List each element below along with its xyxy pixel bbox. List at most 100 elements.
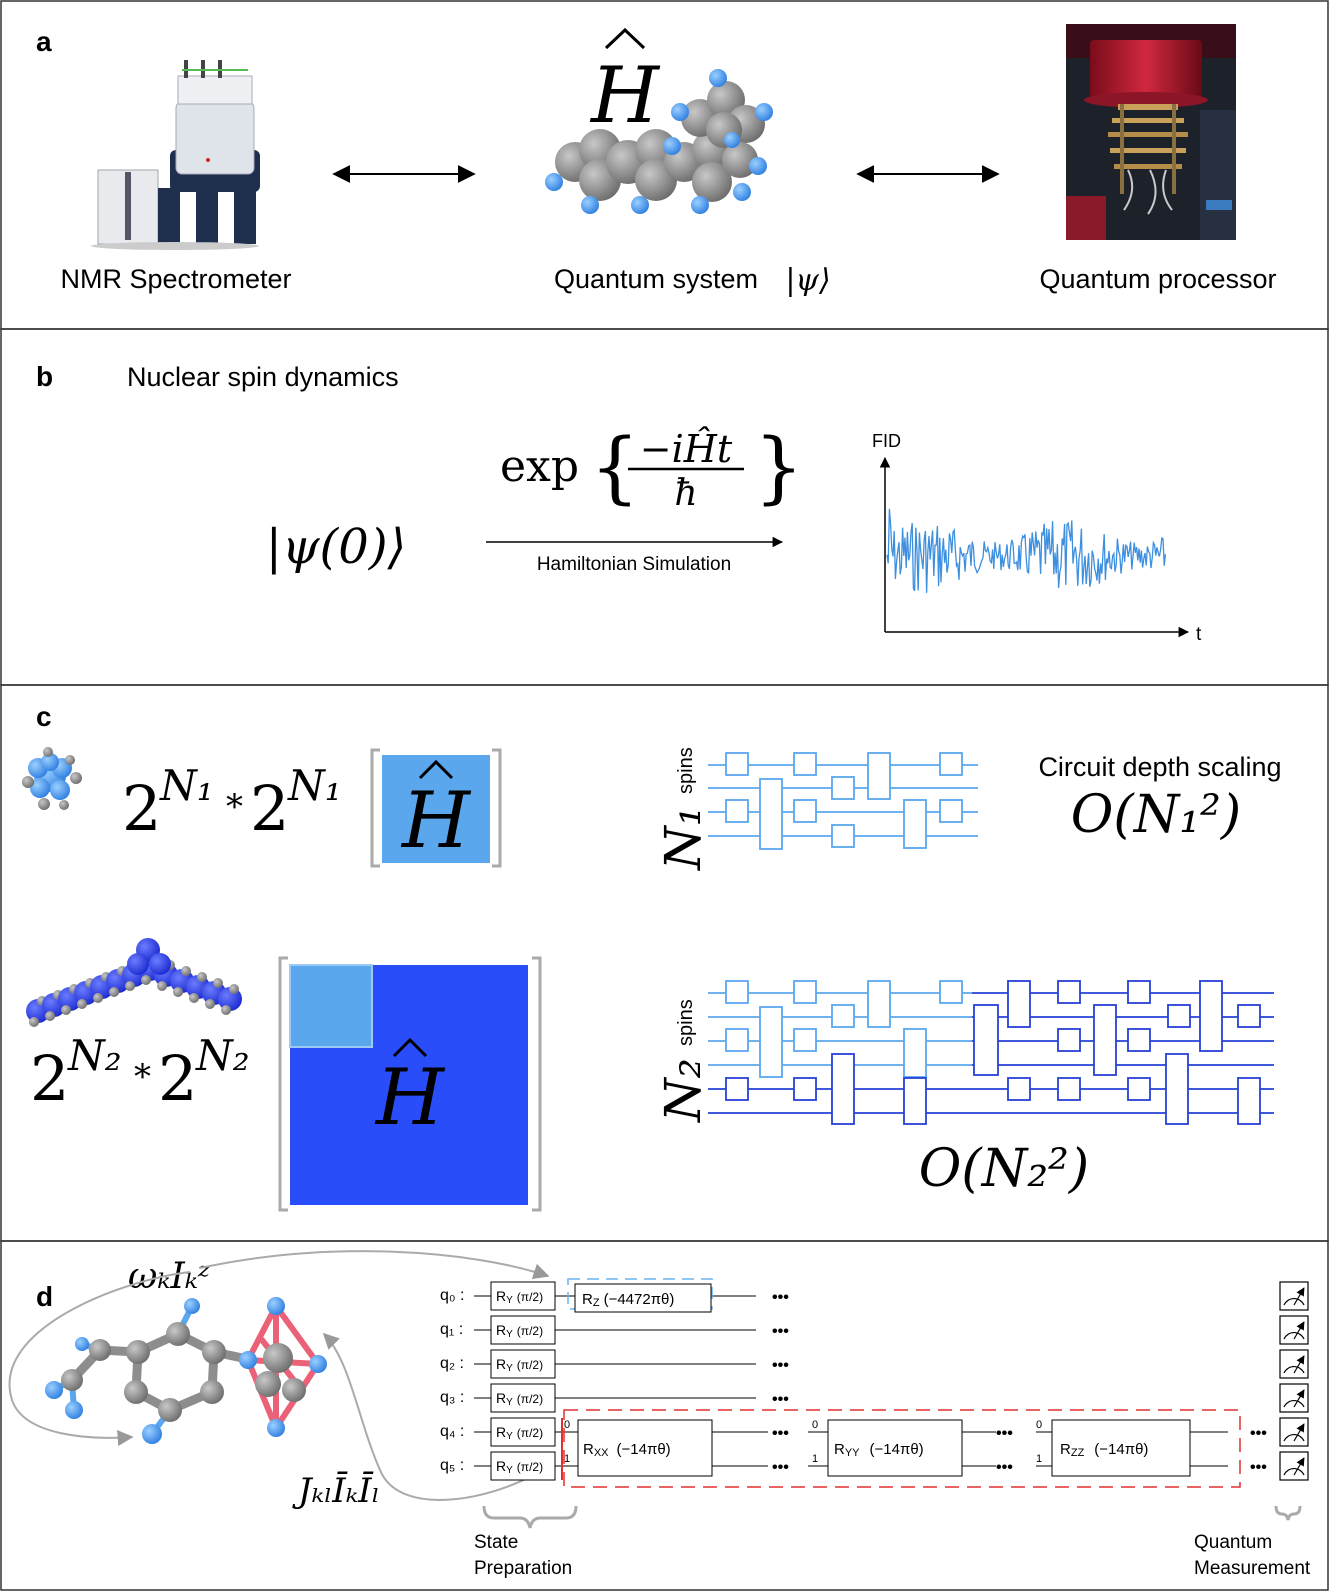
ry-gate-q3 bbox=[490, 1383, 556, 1413]
ry-gate-q0 bbox=[490, 1281, 556, 1311]
ry-gate-label-q5: RY(π/2) bbox=[496, 1458, 543, 1476]
ryy-gate-label: RYY(−14πθ) bbox=[834, 1441, 924, 1459]
n2-label: N₂ bbox=[654, 1058, 712, 1123]
qubit-label-q4: q₄ : bbox=[440, 1423, 464, 1440]
measurement-icon-q2 bbox=[1279, 1349, 1309, 1379]
long-molecule-h-atom bbox=[213, 978, 223, 988]
long-molecule-h-atom bbox=[229, 984, 239, 994]
measurement-icon-q5 bbox=[1279, 1451, 1309, 1481]
ryy-port-1: 1 bbox=[812, 1453, 818, 1465]
long-molecule-h-atom bbox=[205, 999, 215, 1009]
panel-label-a: a bbox=[36, 26, 52, 57]
curve-arrow-bottom bbox=[322, 1332, 553, 1501]
scaling-small: O(N₁²) bbox=[1071, 785, 1241, 845]
measurement-icon-q1 bbox=[1279, 1315, 1309, 1345]
rz-gate bbox=[574, 1283, 712, 1313]
hamiltonian-symbol: H bbox=[589, 27, 661, 141]
measurement-brace bbox=[1274, 1505, 1302, 1521]
ry-gate-q4 bbox=[490, 1417, 556, 1447]
circuit-small: N₁ spins bbox=[654, 747, 978, 871]
long-molecule-h-atom bbox=[197, 972, 207, 982]
scaling-title: Circuit depth scaling bbox=[1038, 752, 1281, 782]
ellipsis-q4-c: ••• bbox=[1250, 1425, 1267, 1442]
matrix-small: H bbox=[370, 748, 502, 868]
long-molecule-illustration bbox=[26, 938, 242, 1027]
long-molecule-h-atom bbox=[77, 999, 87, 1009]
fid-signal bbox=[886, 508, 1167, 593]
rzz-gate bbox=[1051, 1419, 1191, 1477]
state-prep-caption-2: Preparation bbox=[474, 1558, 572, 1579]
panel-d: d ωₖIₖᶻ JₖₗĪₖĪₗ bbox=[8, 1250, 1311, 1579]
rzz-port-1: 1 bbox=[1036, 1453, 1042, 1465]
measurement-icon-q0 bbox=[1279, 1281, 1309, 1311]
ryy-gate bbox=[827, 1419, 963, 1477]
ry-gate-label-q1: RY(π/2) bbox=[496, 1322, 543, 1340]
n1-label: N₁ bbox=[654, 806, 712, 871]
svg-text:2: 2 bbox=[250, 772, 289, 845]
fid-plot: FID t bbox=[872, 431, 1202, 645]
panel-label-c: c bbox=[36, 701, 52, 732]
panel-label-d: d bbox=[36, 1281, 53, 1312]
long-molecule-h-atom bbox=[125, 981, 135, 991]
ellipsis-q2: ••• bbox=[772, 1357, 789, 1374]
ryy-port-0: 0 bbox=[812, 1419, 818, 1431]
long-molecule-h-atom bbox=[61, 1005, 71, 1015]
circuit-large: N₂ spins bbox=[654, 980, 1274, 1125]
ellipsis-q4-a: ••• bbox=[772, 1425, 789, 1442]
rxx-port-0: 0 bbox=[564, 1419, 570, 1431]
coupling-term: JₖₗĪₖĪₗ bbox=[292, 1471, 380, 1511]
ry-gate-q5 bbox=[490, 1451, 556, 1481]
ellipsis-q5-b: ••• bbox=[996, 1459, 1013, 1476]
rxx-port-1: 1 bbox=[564, 1453, 570, 1465]
rxx-gate-label: RXX(−14πθ) bbox=[583, 1441, 671, 1459]
svg-text:2: 2 bbox=[30, 1042, 69, 1115]
ry-gate-label-q2: RY(π/2) bbox=[496, 1356, 543, 1374]
qubit-label-q3: q₃ : bbox=[440, 1389, 464, 1406]
nmr-spectrometer-illustration bbox=[91, 60, 260, 250]
long-molecule-h-atom bbox=[157, 981, 167, 991]
exp-word: exp bbox=[500, 441, 579, 492]
ellipsis-q4-b: ••• bbox=[996, 1425, 1013, 1442]
measurement-icon-q3 bbox=[1279, 1383, 1309, 1413]
long-molecule-h-atom bbox=[29, 1017, 39, 1027]
qubit-label-q5: q₅ : bbox=[440, 1457, 464, 1474]
simulation-caption: Hamiltonian Simulation bbox=[537, 554, 731, 575]
svg-text:*: * bbox=[134, 1057, 151, 1097]
quantum-system-caption: Quantum system bbox=[554, 264, 758, 294]
long-molecule-h-atom bbox=[221, 1005, 231, 1015]
ry-gate-q2 bbox=[490, 1349, 556, 1379]
long-molecule-h-atom bbox=[181, 966, 191, 976]
molecule-illustration bbox=[545, 69, 773, 214]
quantum-processor-illustration bbox=[1066, 24, 1236, 240]
ellipsis-q3: ••• bbox=[772, 1391, 789, 1408]
svg-text:N₁: N₁ bbox=[159, 761, 214, 810]
long-molecule-h-atom bbox=[109, 987, 119, 997]
ellipsis-q5-a: ••• bbox=[772, 1459, 789, 1476]
long-molecule-atom bbox=[149, 953, 171, 975]
quantum-processor-caption: Quantum processor bbox=[1039, 264, 1276, 294]
right-brace: } bbox=[754, 423, 804, 513]
qubit-label-q1: q₁ : bbox=[440, 1321, 463, 1338]
coupling-highlight-box bbox=[563, 1409, 1241, 1488]
panel-b: b Nuclear spin dynamics |ψ(0)⟩ exp { −iĤ… bbox=[36, 361, 1202, 645]
rxx-gate bbox=[577, 1419, 713, 1477]
exp-denominator: ħ bbox=[674, 473, 697, 514]
svg-text:N₂: N₂ bbox=[195, 1031, 250, 1080]
n2-spins-label: spins bbox=[675, 999, 697, 1046]
panel-b-title: Nuclear spin dynamics bbox=[127, 362, 399, 392]
panel-d-frame bbox=[0, 1240, 1329, 1591]
ry-gate-label-q3: RY(π/2) bbox=[496, 1390, 543, 1408]
scaling-large: O(N₂²) bbox=[919, 1139, 1089, 1199]
svg-text:H: H bbox=[374, 1053, 446, 1143]
svg-text:N₂: N₂ bbox=[67, 1031, 122, 1080]
ellipsis-q0: ••• bbox=[772, 1289, 789, 1306]
svg-text:H: H bbox=[400, 776, 472, 866]
svg-text:2: 2 bbox=[158, 1042, 197, 1115]
zeeman-term: ωₖIₖᶻ bbox=[128, 1256, 211, 1297]
ry-gate-q1 bbox=[490, 1315, 556, 1345]
curve-arrow-left bbox=[8, 1271, 191, 1447]
long-molecule-h-atom bbox=[189, 993, 199, 1003]
ellipsis-q5-c: ••• bbox=[1250, 1459, 1267, 1476]
long-molecule-h-atom bbox=[93, 993, 103, 1003]
